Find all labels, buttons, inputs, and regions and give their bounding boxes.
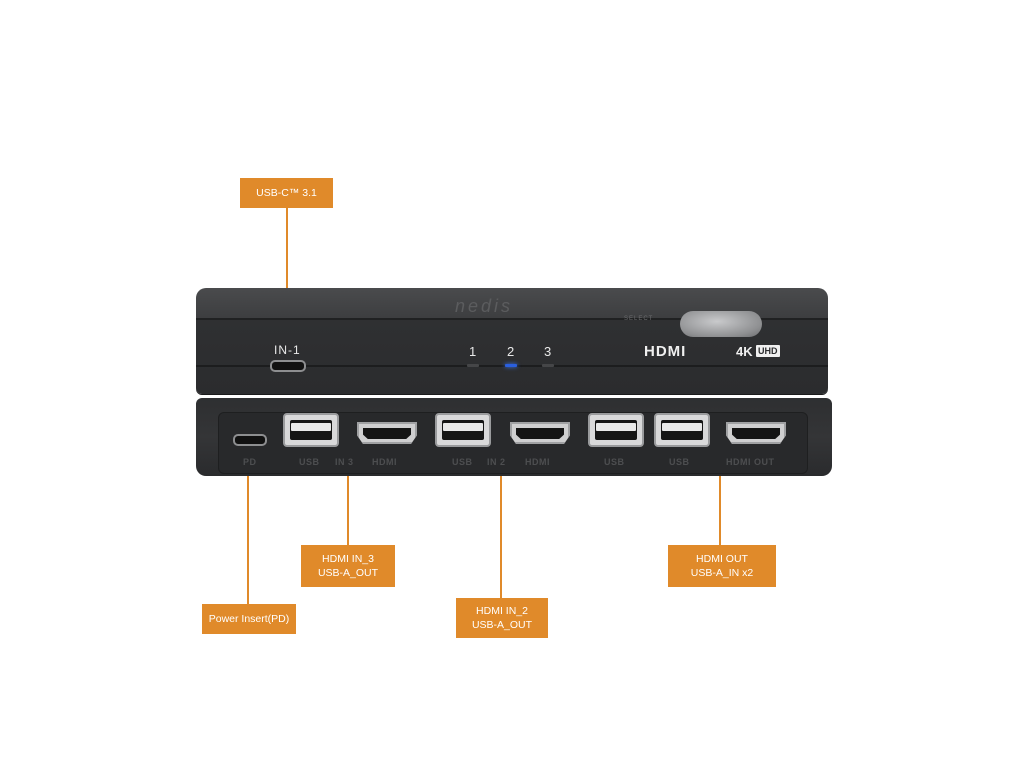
select-label: SELECT — [624, 316, 654, 322]
hdmi-port-in3-socket — [363, 428, 411, 439]
usba-port-in2[interactable] — [435, 413, 491, 447]
usba-port-in-1[interactable] — [588, 413, 644, 447]
channel-led-3 — [542, 364, 554, 367]
uhd-badge: UHD — [756, 345, 780, 357]
channel-number-3: 3 — [544, 344, 552, 359]
channel-led-2-active — [505, 364, 517, 367]
port-label-usb-in-1: USB — [604, 457, 625, 467]
switch-top-housing — [196, 288, 828, 394]
callout-hdmi-in2-line1: HDMI IN_2 — [476, 605, 528, 617]
port-label-in3: IN 3 — [335, 457, 354, 467]
callout-hdmi-out-line1: HDMI OUT — [696, 553, 748, 565]
usbc-port-in1[interactable] — [270, 360, 306, 372]
port-label-pd: PD — [243, 457, 257, 467]
port-label-hdmi-out: HDMI OUT — [726, 457, 775, 467]
usba-port-in-2-tongue — [662, 423, 702, 431]
port-label-usb-in-2: USB — [669, 457, 690, 467]
leader-line-hdmi-in3 — [347, 440, 349, 545]
select-button[interactable] — [680, 311, 762, 337]
channel-led-1 — [467, 364, 479, 367]
usba-port-in2-tongue — [443, 423, 483, 431]
leader-line-hdmi-out — [719, 440, 721, 545]
brand-logo: nedis — [455, 296, 514, 316]
hdmi-port-out[interactable] — [726, 422, 786, 444]
port-label-usb-in3: USB — [299, 457, 320, 467]
hdmi-port-in3[interactable] — [357, 422, 417, 444]
hdmi-logo: HDMI — [644, 343, 687, 360]
usba-port-in-2[interactable] — [654, 413, 710, 447]
top-face-edge — [196, 318, 828, 320]
hdmi-port-in2[interactable] — [510, 422, 570, 444]
callout-usbc-text: USB-C™ 3.1 — [256, 187, 317, 199]
channel-number-2: 2 — [507, 344, 515, 359]
callout-hdmi-in3-line1: HDMI IN_3 — [322, 553, 374, 565]
callout-usbc: USB-C™ 3.1 — [240, 178, 333, 208]
4k-logo: 4K — [736, 344, 753, 359]
callout-power-text: Power Insert(PD) — [208, 613, 290, 625]
usba-port-in3[interactable] — [283, 413, 339, 447]
callout-hdmi-in3-line2: USB-A_OUT — [317, 567, 379, 579]
port-label-hdmi-in2: HDMI — [525, 457, 550, 467]
usba-port-in-1-tongue — [596, 423, 636, 431]
port-label-in2: IN 2 — [487, 457, 506, 467]
channel-number-1: 1 — [469, 344, 477, 359]
leader-line-power — [247, 440, 249, 604]
port-label-hdmi-in3: HDMI — [372, 457, 397, 467]
callout-hdmi-in3: HDMI IN_3 USB-A_OUT — [301, 545, 395, 587]
usbc-power-port[interactable] — [233, 434, 267, 446]
hdmi-port-in2-socket — [516, 428, 564, 439]
usba-port-in3-tongue — [291, 423, 331, 431]
hdmi-port-out-socket — [732, 428, 780, 439]
callout-hdmi-in2: HDMI IN_2 USB-A_OUT — [456, 598, 548, 638]
callout-hdmi-out: HDMI OUT USB-A_IN x2 — [668, 545, 776, 587]
port-label-usb-in2: USB — [452, 457, 473, 467]
in1-label: IN-1 — [274, 343, 301, 357]
leader-line-hdmi-in2 — [500, 440, 502, 598]
callout-hdmi-in2-line2: USB-A_OUT — [471, 619, 533, 631]
callout-power: Power Insert(PD) — [202, 604, 296, 634]
callout-hdmi-out-line2: USB-A_IN x2 — [690, 567, 754, 579]
